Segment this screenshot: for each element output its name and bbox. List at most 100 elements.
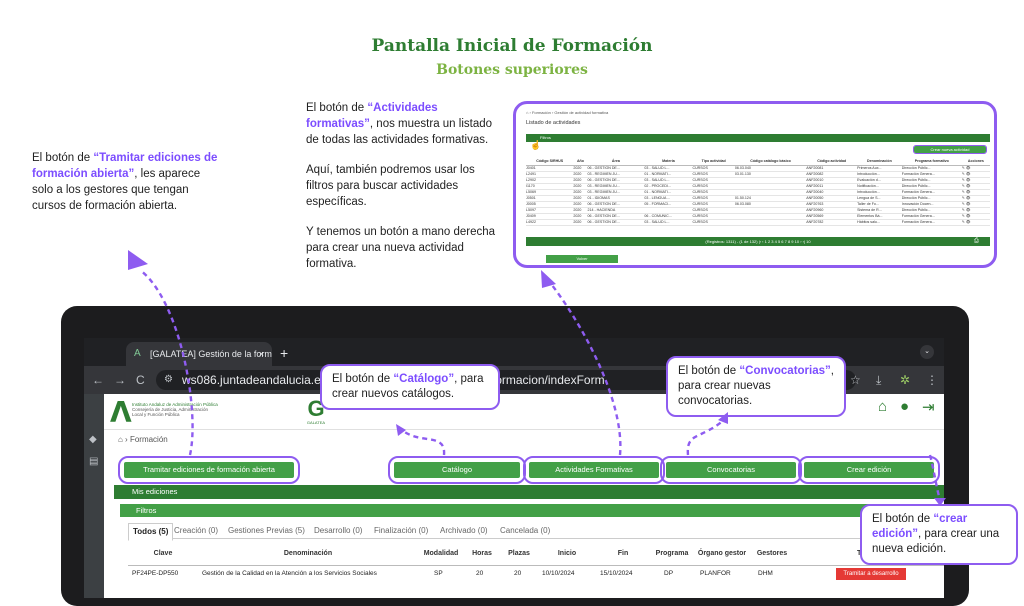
inset-cell: L2902 bbox=[526, 177, 574, 184]
inset-cell: 2020 bbox=[573, 165, 588, 172]
tab-title: [GALATEA] Gestión de la form bbox=[150, 349, 272, 359]
breadcrumb[interactable]: ⌂ › Formación bbox=[118, 435, 168, 444]
inset-cell bbox=[734, 183, 807, 190]
highlight-ring bbox=[523, 456, 665, 484]
column-header[interactable]: Programa bbox=[655, 550, 689, 557]
column-header[interactable]: Órgano gestor bbox=[697, 550, 747, 557]
inset-cell: Dirección Públic... bbox=[901, 177, 962, 184]
inset-cell: L5069 bbox=[526, 189, 574, 196]
callout-text: El botón de bbox=[678, 365, 740, 377]
forward-icon[interactable]: → bbox=[114, 373, 126, 387]
site-info-icon[interactable]: ⚙ bbox=[164, 374, 173, 385]
catalogo-button[interactable]: Catálogo bbox=[394, 462, 520, 478]
inset-column-header[interactable]: Código actividad bbox=[806, 157, 858, 166]
inset-cell: 03 - REGIMEN JU... bbox=[587, 189, 645, 196]
print-icon[interactable]: ⎙ bbox=[974, 238, 979, 244]
inset-column-header[interactable]: Denominación bbox=[857, 157, 902, 166]
inset-cell: ✎ 👁 bbox=[961, 195, 990, 202]
graduation-cap-icon[interactable]: ◆ bbox=[89, 434, 97, 445]
inset-cell: 06 - GESTION DE... bbox=[587, 213, 645, 220]
note-highlight: “Actividades formativas” bbox=[306, 102, 438, 130]
tab-todos[interactable]: Todos (5) bbox=[128, 523, 174, 541]
tab-archivado[interactable]: Archivado (0) bbox=[440, 526, 488, 535]
inset-cell: ANF20011 bbox=[806, 183, 858, 190]
column-header[interactable]: Fin bbox=[617, 550, 629, 557]
inset-pagination[interactable]: (Registros: 1311) - (1 de 132) |‹ ‹ 1 2 … bbox=[526, 237, 990, 246]
cell-denominacion: Gestión de la Calidad en la Atención a l… bbox=[202, 570, 377, 577]
home-icon[interactable]: ⌂ bbox=[878, 398, 888, 415]
tramitar-desarrollo-button[interactable]: Tramitar a desarrollo bbox=[836, 568, 906, 580]
note-text: El botón de bbox=[306, 102, 368, 114]
download-icon[interactable]: ⤓ bbox=[876, 373, 882, 387]
mis-ediciones-bar[interactable]: Mis ediciones bbox=[114, 485, 944, 499]
callout-highlight: “crear edición” bbox=[872, 513, 968, 540]
new-tab-button[interactable]: + bbox=[280, 345, 289, 361]
inset-column-header[interactable]: Código catálogo básico bbox=[734, 157, 807, 166]
user-icon[interactable]: ● bbox=[900, 398, 910, 415]
cursor-hand-icon: ☝ bbox=[530, 140, 542, 150]
actividades-button[interactable]: Actividades Formativas bbox=[529, 462, 659, 478]
inset-cell: Formación Genera... bbox=[901, 213, 962, 220]
note-paragraph: Y tenemos un botón a mano derecha para c… bbox=[306, 226, 496, 270]
inset-column-header[interactable]: Tipo actividad bbox=[692, 157, 735, 166]
inset-cell: L4922 bbox=[526, 219, 574, 226]
inset-cell: 2020 bbox=[573, 207, 588, 214]
browser-tab[interactable]: A [GALATEA] Gestión de la form × bbox=[126, 342, 272, 366]
table-row[interactable]: PF24PE-DP550 Gestión de la Calidad en la… bbox=[128, 567, 944, 581]
callout-highlight: “Convocatorias” bbox=[739, 365, 831, 377]
callout-catalogo: El botón de “Catálogo”, para crear nuevo… bbox=[320, 364, 500, 410]
tab-desarrollo[interactable]: Desarrollo (0) bbox=[314, 526, 363, 535]
bookmark-star-icon[interactable]: ☆ bbox=[850, 373, 861, 387]
tab-cancelada[interactable]: Cancelada (0) bbox=[500, 526, 551, 535]
inset-cell: Introducción... bbox=[857, 171, 902, 178]
inset-column-header[interactable]: Acciones bbox=[961, 157, 990, 166]
reload-icon[interactable]: C bbox=[136, 373, 145, 387]
highlight-ring bbox=[660, 456, 802, 484]
inset-cell: 2020 bbox=[573, 177, 588, 184]
list-icon[interactable]: ▤ bbox=[89, 456, 99, 467]
tramitar-button[interactable]: Tramitar ediciones de formación abierta bbox=[124, 462, 294, 478]
back-button[interactable]: Volver bbox=[546, 255, 618, 263]
column-header[interactable]: Inicio bbox=[557, 550, 577, 557]
extension-icon[interactable]: ✲ bbox=[900, 373, 911, 387]
tab-creacion[interactable]: Creación (0) bbox=[174, 526, 219, 535]
convocatorias-button[interactable]: Convocatorias bbox=[666, 462, 796, 478]
inset-cell: 01 - NORMATI... bbox=[644, 189, 693, 196]
column-header[interactable]: Gestores bbox=[756, 550, 788, 557]
inset-column-header[interactable]: Programa formativo bbox=[901, 157, 962, 166]
column-header[interactable]: Plazas bbox=[508, 550, 530, 557]
column-header[interactable]: Modalidad bbox=[423, 550, 459, 557]
inset-filters-bar[interactable]: Filtros bbox=[526, 134, 990, 142]
tab-finalizacion[interactable]: Finalización (0) bbox=[374, 526, 429, 535]
column-header[interactable]: Horas bbox=[472, 550, 492, 557]
tab-search-icon[interactable]: ⌄ bbox=[920, 345, 934, 359]
column-header[interactable]: Denominación bbox=[283, 550, 333, 557]
tab-gestiones-previas[interactable]: Gestiones Previas (5) bbox=[228, 526, 305, 535]
back-icon[interactable]: ← bbox=[92, 373, 104, 387]
inset-cell: 2020 bbox=[573, 219, 588, 226]
note-paragraph: Aquí, también podremos usar los filtros … bbox=[306, 164, 475, 208]
inset-column-header[interactable]: Código SIRHUS bbox=[526, 157, 574, 166]
filtros-bar[interactable]: Filtros bbox=[120, 504, 944, 517]
create-activity-button[interactable]: Crear nueva actividad bbox=[913, 145, 987, 154]
inset-column-header[interactable]: Materia bbox=[644, 157, 693, 166]
inset-title: Listado de actividades bbox=[526, 120, 581, 126]
crear-edicion-button[interactable]: Crear edición bbox=[804, 462, 934, 478]
menu-icon[interactable]: ⋮ bbox=[926, 373, 938, 387]
inset-column-header[interactable]: Año bbox=[573, 157, 588, 166]
inset-column-header[interactable]: Área bbox=[587, 157, 645, 166]
logout-icon[interactable]: ⇥ bbox=[922, 399, 935, 416]
close-tab-icon[interactable]: × bbox=[258, 349, 264, 359]
column-header[interactable]: Clave bbox=[153, 550, 173, 557]
inset-cell bbox=[734, 189, 807, 196]
